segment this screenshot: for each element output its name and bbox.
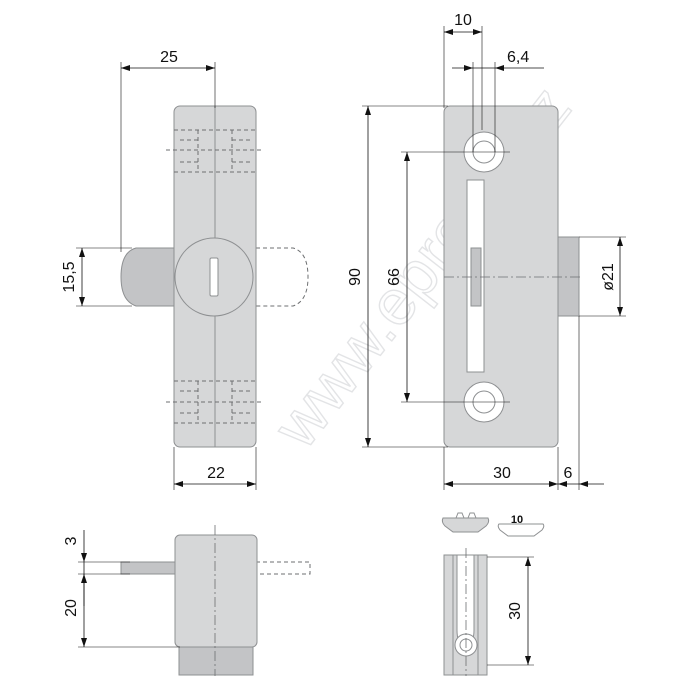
key-slot [209,257,219,297]
side-bolt-cylinder [556,236,580,317]
front-view [120,105,309,448]
dim-front-width-top: 25 [160,49,178,66]
bottom-body [174,534,258,648]
dim-slot-height: 30 [507,602,524,620]
dim-bottom-height: 20 [63,599,80,617]
front-pocket-top [166,129,264,173]
front-bolt-right-hidden [256,247,309,307]
slot-nut-profile-right [497,523,545,537]
dim-side-hole-spacing: 66 [386,268,403,286]
bottom-view [120,525,311,676]
slot-dimensions: 30 [487,556,534,666]
slot-nut-profile-left [441,517,490,533]
front-dimensions: 25 15,5 22 [61,49,257,490]
dim-side-hole: 6,4 [507,49,529,66]
slot-nut-label: 10 [511,514,523,526]
side-view [443,105,580,448]
dim-side-offset: 6 [564,465,573,482]
dim-front-bolt-height: 15,5 [61,261,78,292]
dim-front-width-bottom: 22 [207,465,225,482]
bottom-base [178,646,254,676]
front-bolt-left [120,247,176,307]
side-dimensions: 10 6,4 90 66 ø21 30 [347,12,626,490]
bottom-bolt [120,561,177,575]
dim-side-width-bottom: 30 [493,465,511,482]
bottom-bolt-hidden [256,561,311,575]
dim-side-diameter: ø21 [600,263,617,291]
front-pocket-bottom [166,380,264,424]
slot-nut-u-slot [456,554,475,646]
bottom-dimensions: 3 20 [63,530,180,648]
slot-nut-detail: 10 [441,512,545,676]
dim-side-width-top: 10 [454,12,472,29]
dim-side-height: 90 [347,268,364,286]
dim-bottom-bolt-thickness: 3 [63,536,80,545]
